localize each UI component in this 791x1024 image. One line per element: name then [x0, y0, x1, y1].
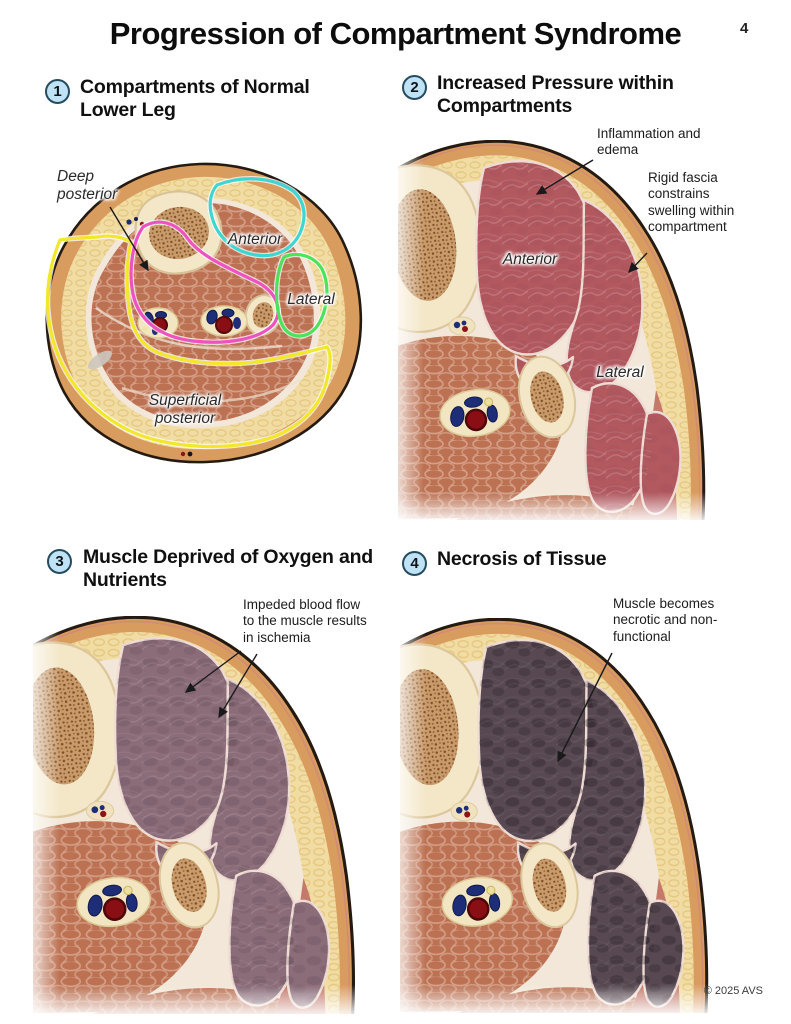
label-anterior: Anterior	[502, 251, 558, 268]
annotation-impeded-flow: Impeded blood flow to the muscle results…	[243, 597, 367, 645]
label-deep-posterior: Deep posterior	[57, 168, 118, 203]
page-title: Progression of Compartment Syndrome	[109, 16, 682, 51]
title-superscript: 4	[740, 20, 749, 37]
panel-4-title: Necrosis of Tissue	[437, 548, 607, 570]
annotation-inflammation: Inflammation and edema	[597, 126, 701, 158]
annotation-necrotic: Muscle becomes necrotic and non-function…	[613, 596, 718, 644]
panel-3: 3 Muscle Deprived of Oxygen and Nutrient…	[30, 540, 380, 1024]
label-anterior: Anterior	[227, 231, 283, 248]
leg-cross-section-necrotic	[400, 618, 713, 1013]
panel-3-badge: 3	[47, 549, 72, 574]
label-lateral: Lateral	[596, 364, 644, 381]
label-superficial-posterior: Superficial posterior	[148, 392, 222, 427]
panel-4: 4 Necrosis of Tissue Muscle becomes necr…	[395, 543, 791, 1024]
outline-anterior	[208, 177, 306, 258]
label-lateral: Lateral	[287, 291, 335, 308]
panel-1-title: Compartments of Normal Lower Leg	[80, 76, 310, 121]
panel-2-title: Increased Pressure within Compartments	[437, 72, 674, 117]
panel-1-badge: 1	[45, 79, 70, 104]
outline-deep-posterior	[129, 220, 280, 344]
vessel-bundle	[200, 305, 248, 337]
leg-cross-section-ischemic	[33, 616, 360, 1014]
panel-3-title: Muscle Deprived of Oxygen and Nutrients	[83, 546, 374, 591]
panel-2: 2 Increased Pressure within Compartments…	[395, 70, 791, 548]
panel-2-badge: 2	[402, 75, 427, 100]
annotation-rigid-fascia: Rigid fascia constrains swelling within …	[648, 170, 735, 235]
outline-lateral	[274, 252, 329, 338]
panel-1: 1 Compartments of Normal Lower Leg	[30, 72, 375, 548]
panel-4-badge: 4	[402, 551, 427, 576]
copyright-text: © 2025 AVS	[703, 985, 763, 997]
